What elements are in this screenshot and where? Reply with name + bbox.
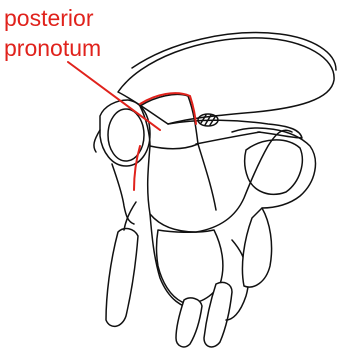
hood-rear-lobe: [168, 120, 302, 138]
antenna-base: [94, 130, 100, 152]
fore-leg: [106, 229, 138, 327]
coxa-right: [242, 208, 271, 287]
annotation-label-line1: posterior: [4, 5, 94, 31]
mouthparts: [112, 164, 134, 224]
fore-leg-joint: [124, 202, 136, 230]
pronotal-hood: [118, 38, 334, 124]
mid-leg: [176, 298, 202, 347]
thorax-outline: [148, 130, 292, 232]
thorax-suture-1: [198, 144, 216, 210]
annotation-label-line2: pronotum: [4, 35, 101, 61]
hind-leg: [204, 282, 232, 347]
lateral-plate: [245, 140, 303, 194]
thorax-suture-2: [196, 132, 260, 144]
